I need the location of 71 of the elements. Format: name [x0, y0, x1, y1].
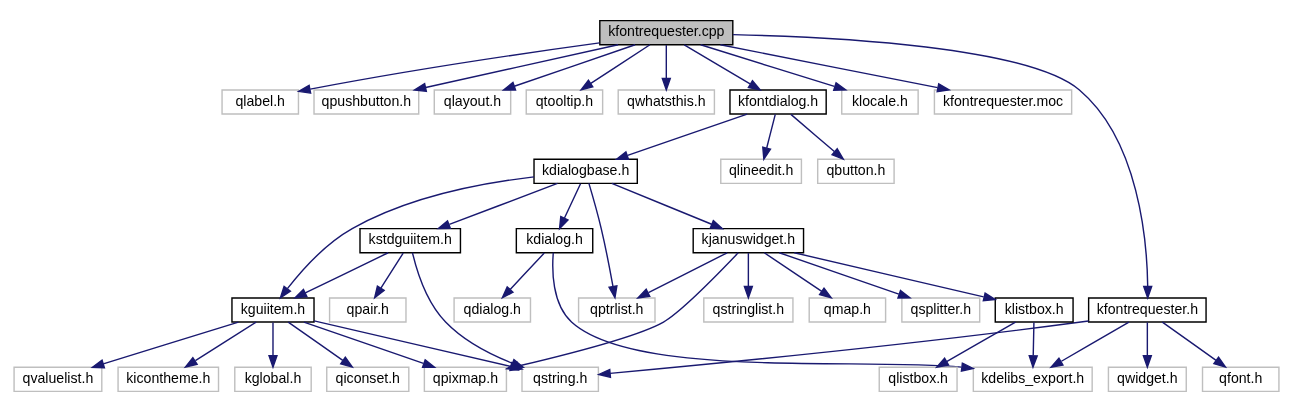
node-box: qfont.h	[1201, 366, 1280, 392]
arrow	[268, 321, 278, 369]
arrow	[1049, 320, 1130, 368]
node-box: kdialog.h	[515, 227, 594, 253]
node-box: klocale.h	[841, 88, 919, 115]
node-box: qlineedit.h	[720, 158, 803, 184]
node-box: qsplitter.h	[901, 296, 981, 323]
node-box: kdialogbase.h	[533, 158, 638, 184]
node-box: qpair.h	[328, 296, 407, 323]
node-box: kguiitem.h	[231, 296, 315, 323]
arrow	[579, 43, 651, 91]
arrow	[558, 182, 582, 230]
arrow	[1142, 321, 1153, 369]
node-box: qwhatsthis.h	[617, 88, 716, 115]
arrow	[790, 113, 845, 161]
arrow	[743, 251, 754, 300]
node-box: qlistbox.h	[878, 366, 958, 392]
node-box: qdialog.h	[453, 296, 532, 323]
node-box: kfontrequester.cpp	[599, 19, 734, 45]
arrow	[90, 320, 240, 368]
node-box: kfontrequester.h	[1087, 296, 1207, 323]
arrow	[611, 182, 725, 229]
arrow	[719, 43, 952, 92]
arrow	[552, 251, 976, 372]
arrow	[763, 251, 833, 299]
arrow	[934, 320, 1017, 368]
node-box: klistbox.h	[994, 296, 1074, 323]
arrow	[614, 112, 748, 160]
arrow	[699, 43, 848, 91]
arrow	[778, 251, 912, 299]
arrow	[588, 182, 618, 300]
arrow	[762, 113, 776, 161]
arrow	[293, 251, 389, 299]
arrow	[279, 175, 535, 300]
arrow	[500, 251, 545, 299]
arrow	[436, 182, 559, 229]
node-box: qtooltip.h	[525, 88, 604, 115]
node-box: kicontheme.h	[117, 366, 220, 392]
node-box: qlabel.h	[221, 88, 300, 115]
arrow	[373, 251, 404, 300]
node-box: qstring.h	[521, 366, 600, 392]
node-box: qstringlist.h	[703, 296, 794, 323]
arrow	[1028, 321, 1039, 369]
node-box: kglobal.h	[234, 366, 312, 392]
node-box: qmap.h	[808, 296, 887, 323]
node-box: qpushbutton.h	[313, 88, 420, 115]
arrow	[183, 320, 257, 368]
arrow	[303, 320, 437, 368]
node-box: kfontdialog.h	[729, 88, 827, 115]
arrow	[661, 43, 672, 92]
node-box: qpixmap.h	[423, 366, 508, 392]
node-box: kdelibs_export.h	[972, 366, 1093, 392]
node-box: kjanuswidget.h	[692, 227, 805, 253]
node-box: kstdguiitem.h	[359, 227, 462, 253]
arrow	[412, 43, 619, 92]
arrow	[683, 43, 762, 91]
node-box: qbutton.h	[817, 158, 895, 184]
arrow	[635, 251, 728, 299]
arrow	[501, 43, 636, 91]
arrow	[793, 251, 998, 302]
node-box: qlayout.h	[433, 88, 512, 115]
arrow	[596, 319, 1090, 378]
node-box: kfontrequester.moc	[933, 88, 1073, 115]
arrow	[732, 33, 1153, 300]
arrow	[287, 320, 355, 368]
arrow	[296, 41, 601, 94]
node-box: qwidget.h	[1107, 366, 1187, 392]
arrow	[1161, 320, 1228, 368]
node-box: qiconset.h	[326, 366, 410, 392]
node-box: qvaluelist.h	[13, 366, 103, 392]
node-box: qptrlist.h	[577, 296, 656, 323]
